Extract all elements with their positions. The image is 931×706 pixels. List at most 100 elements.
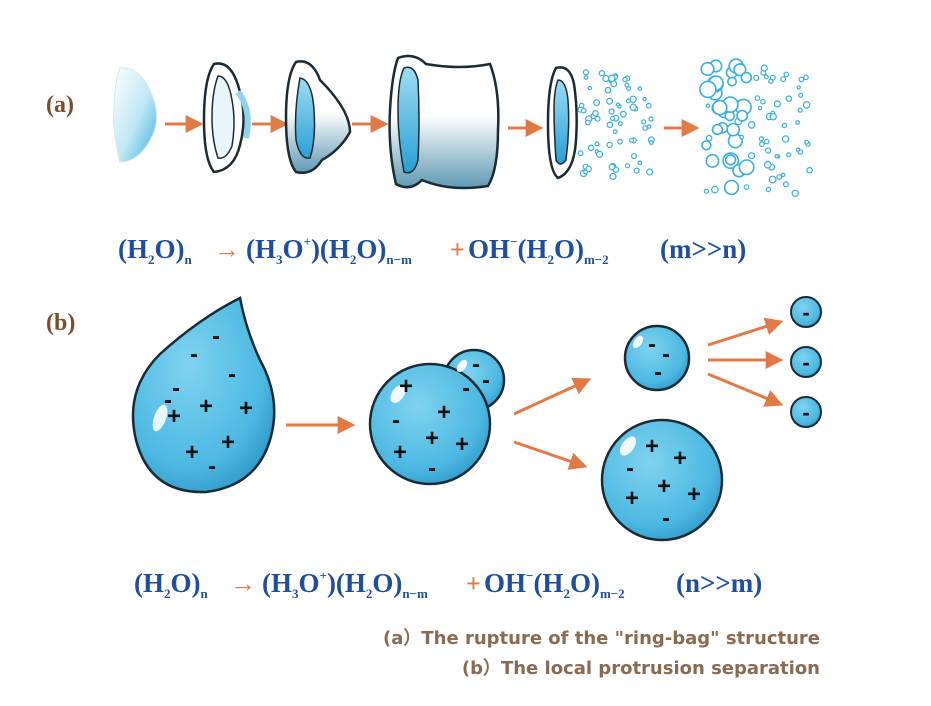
equation-b-arrow: → (230, 569, 256, 598)
svg-text:OH−(H2O)m−2: OH−(H2O)m−2 (468, 234, 609, 267)
spray-droplet (650, 141, 654, 145)
panel-b-label: (b) (46, 310, 75, 336)
arrow-b3-top (708, 322, 780, 345)
dispersed-droplet (700, 81, 716, 97)
minus-charge: - (190, 341, 198, 368)
minus-charge: - (208, 453, 216, 480)
spray-droplet (583, 70, 588, 75)
dispersed-droplet (739, 160, 753, 174)
dispersed-droplet (704, 189, 708, 193)
plus-charge: + (645, 433, 659, 460)
equation-b: (H2O)n → (H3O+)(H2O)n−m + OH−(H2O)m−2 (n… (134, 568, 762, 601)
arrow-b2-down (514, 442, 584, 466)
dispersed-droplet (798, 108, 802, 112)
dispersed-droplet (741, 73, 751, 83)
dispersed-droplet (701, 63, 714, 76)
equation-b-plus: + (466, 569, 481, 598)
spray-droplet (627, 87, 631, 91)
stage-6-dispersed-droplets (700, 59, 812, 196)
dispersed-droplet (799, 77, 804, 82)
dispersed-droplet (769, 79, 773, 83)
spray-droplet (609, 164, 615, 170)
dispersed-droplet (749, 153, 755, 159)
equation-a-condition: (m>>n) (660, 234, 746, 264)
dispersed-droplet (744, 185, 749, 190)
svg-text:(H3O+)(H2O)n−m: (H3O+)(H2O)n−m (246, 234, 412, 267)
dispersed-droplet (706, 155, 718, 167)
dispersed-droplet (775, 155, 778, 158)
svg-text:(H2O)n: (H2O)n (134, 568, 209, 601)
dispersed-droplet (706, 104, 709, 107)
stage-4-ring-bag (390, 56, 499, 188)
minus-charge: - (802, 300, 809, 325)
minus-charge: - (228, 361, 236, 388)
dispersed-droplet (786, 96, 791, 101)
dispersed-droplet (770, 114, 776, 120)
spray-droplet (621, 111, 627, 117)
minus-charge: - (392, 407, 400, 434)
dispersed-droplet (804, 75, 808, 79)
spray-droplet (605, 88, 610, 93)
spray-droplet (632, 154, 637, 159)
stage-5-rupture (548, 67, 654, 179)
plus-charge: + (221, 429, 235, 456)
dispersed-droplet (740, 135, 744, 139)
spray-droplet (581, 108, 586, 113)
dispersed-droplet (787, 153, 791, 157)
spray-droplet (594, 100, 600, 106)
dispersed-droplet (781, 77, 786, 82)
dispersed-droplet (782, 136, 788, 142)
spray-droplet (618, 122, 622, 126)
plus-charge: + (425, 425, 439, 452)
spray-droplet (611, 116, 615, 120)
minus-charge: - (662, 505, 670, 532)
spray-droplet (626, 164, 630, 168)
dispersed-droplet (728, 77, 736, 85)
dispersed-droplet (766, 187, 770, 191)
spray-droplet (647, 125, 650, 128)
equation-a-arrow: → (214, 235, 240, 264)
equation-b-condition: (n>>m) (676, 568, 762, 598)
dispersed-droplet (765, 161, 772, 168)
spray-droplet (618, 140, 622, 144)
minus-charge: - (482, 367, 490, 394)
spray-droplet (623, 77, 627, 81)
panel-a-label: (a) (46, 92, 74, 118)
plus-charge: + (185, 439, 199, 466)
dispersed-droplet (792, 190, 798, 196)
dispersed-droplet (784, 182, 789, 187)
spray-droplet (607, 122, 612, 127)
arrow-b3-bottom (708, 374, 780, 404)
dispersed-droplet (761, 100, 765, 104)
plus-charge: + (399, 373, 413, 400)
dispersed-droplet (769, 176, 776, 183)
plus-charge: + (455, 431, 469, 458)
spray-droplet (643, 98, 646, 101)
equation-a-plus: + (450, 235, 465, 264)
dispersed-droplet (782, 123, 786, 127)
spray-droplet (630, 104, 636, 110)
stage-1-lens-droplet (114, 68, 157, 162)
dispersed-droplet (725, 181, 739, 195)
dispersed-droplet (713, 101, 727, 115)
spray-droplet (588, 87, 591, 90)
spray-droplet (634, 168, 639, 173)
dispersed-droplet (766, 148, 771, 153)
dispersed-droplet (805, 140, 809, 144)
dispersed-droplet (754, 75, 759, 80)
spray-droplet (586, 120, 591, 125)
dispersed-droplet (774, 101, 780, 107)
caption-b: (b）The local protrusion separation (462, 654, 820, 680)
dispersed-droplet (807, 168, 812, 173)
minus-charge: - (212, 323, 220, 350)
dispersed-droplet (755, 96, 760, 101)
stage-2-ring-droplet (204, 63, 248, 172)
dispersed-droplet (760, 142, 765, 147)
large-charged-droplet: ----+++-++- (133, 298, 274, 492)
plus-charge: + (687, 481, 701, 508)
dispersed-droplet (765, 139, 769, 143)
minus-charge: - (164, 387, 172, 414)
spray-droplet (609, 75, 615, 81)
minus-charge: - (462, 375, 470, 402)
minus-charge: - (648, 331, 656, 358)
